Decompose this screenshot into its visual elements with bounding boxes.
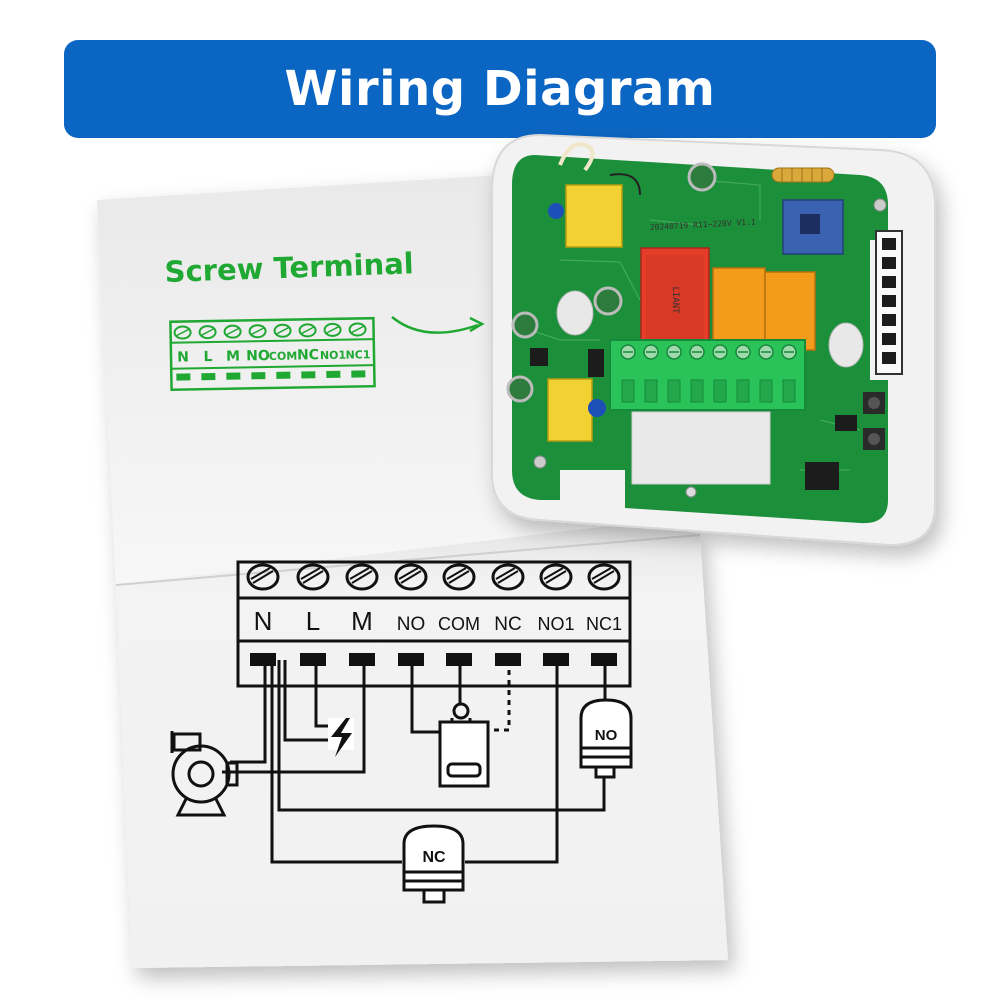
small-terminal-label: L [203, 349, 212, 365]
small-terminal-pad [226, 372, 241, 380]
small-terminal-pad [301, 371, 316, 379]
small-terminal-label: M [226, 349, 240, 365]
terminal-label-nc: NC [494, 614, 521, 635]
terminal-pad [446, 653, 472, 666]
terminal-pad [591, 653, 617, 666]
small-screw-icon [248, 324, 267, 339]
relay-brand: LIANT [670, 286, 680, 314]
small-terminal-label: NC [297, 347, 319, 363]
terminal-pad [250, 653, 276, 666]
small-terminal-block [169, 316, 376, 391]
small-screw-icon [348, 322, 367, 337]
wiring-schematic: NO NC [170, 560, 633, 904]
small-screw-icon [173, 325, 192, 340]
terminal-label-m: M [351, 606, 373, 636]
screw-icon [246, 563, 280, 591]
small-screw-icon [323, 322, 342, 337]
small-terminal-pad [201, 372, 216, 381]
terminal-labels: N L M NO COM NC NO1 NC1 [254, 606, 622, 636]
small-terminal-label: NC1 [345, 348, 370, 361]
screw-icon [394, 563, 428, 591]
small-terminal-pad [176, 373, 191, 381]
screw-icon [442, 563, 476, 591]
screw-icon [491, 563, 525, 591]
terminal-pad [543, 653, 569, 666]
screw-icon [296, 563, 330, 591]
small-screw-icon [223, 324, 242, 339]
small-terminal-pad [326, 370, 341, 379]
terminal-label-com: COM [438, 614, 480, 634]
terminal-label-nc1: NC1 [586, 614, 622, 634]
terminal-label-no: NO [397, 614, 426, 635]
screw-icon [587, 563, 621, 591]
screw-icon [345, 563, 379, 591]
terminal-pad [398, 653, 424, 666]
thermostat-pcb: LIANT [491, 133, 936, 547]
small-terminal-label: COM [269, 350, 298, 363]
small-terminal-label: N [177, 349, 189, 365]
small-screw-icon [273, 323, 292, 338]
terminal-label-n: N [254, 606, 273, 636]
screw-icon [539, 563, 573, 591]
pcb-terminal-block [609, 339, 806, 411]
valve-no-label: NO [595, 727, 618, 744]
small-screw-icon [298, 323, 317, 338]
small-terminal-pad [351, 370, 366, 378]
terminal-label-l: L [306, 606, 320, 636]
small-terminal-pad [276, 371, 291, 379]
transformer [565, 184, 623, 248]
boiler-icon [438, 702, 490, 788]
arrow-icon [391, 316, 479, 334]
title-banner: Wiring Diagram [64, 40, 936, 138]
terminal-pad [300, 653, 326, 666]
small-screw-icon [198, 325, 217, 340]
page-title: Wiring Diagram [284, 61, 716, 117]
pump-icon [170, 731, 239, 817]
terminal-pad [349, 653, 375, 666]
large-terminal-block [236, 560, 632, 688]
valve-nc-icon: NC [402, 824, 465, 904]
valve-no-icon: NO [579, 698, 633, 779]
small-terminal-pad [251, 372, 266, 380]
valve-nc-label: NC [422, 849, 446, 866]
small-terminal-label: NO1 [320, 349, 346, 362]
small-terminal-label: NO [246, 348, 270, 364]
terminal-label-no1: NO1 [537, 614, 574, 634]
power-bolt-icon [328, 718, 354, 757]
terminal-pad [495, 653, 521, 666]
